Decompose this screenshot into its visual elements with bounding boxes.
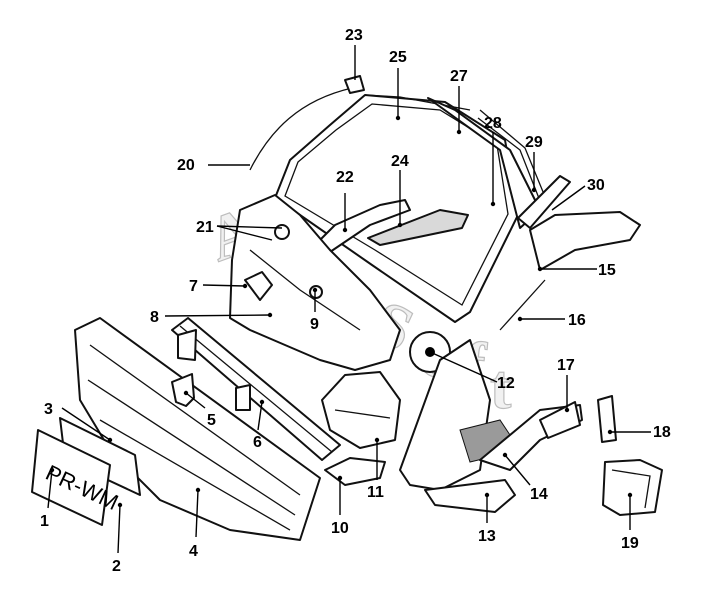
- callout-11: 11: [367, 484, 384, 501]
- callout-20: 20: [177, 157, 195, 174]
- callout-3: 3: [44, 401, 53, 418]
- callout-13: 13: [478, 528, 496, 545]
- callout-5: 5: [207, 412, 216, 429]
- callout-15: 15: [598, 262, 616, 279]
- callout-27: 27: [450, 68, 468, 85]
- callout-8: 8: [150, 309, 159, 326]
- floor-tray: [424, 479, 516, 513]
- bumper-bracket: [171, 373, 195, 407]
- callout-23: 23: [345, 27, 363, 44]
- callout-16: 16: [568, 312, 586, 329]
- callout-21: 21: [196, 219, 214, 236]
- callout-1: 1: [40, 513, 49, 530]
- small-bracket: [597, 395, 617, 443]
- number-plate-assembly: PR-WM: [31, 417, 141, 526]
- callout-29: 29: [525, 134, 543, 151]
- leader-lines: [47, 45, 651, 554]
- callout-2: 2: [112, 558, 121, 575]
- sun-visor: [314, 199, 411, 253]
- a-pillar-trim: [529, 211, 641, 271]
- pillar-seal: [499, 279, 546, 331]
- mounting-block: [602, 459, 663, 516]
- watermark-letter: t: [490, 351, 512, 422]
- callout-30: 30: [587, 177, 605, 194]
- callout-12: 12: [497, 375, 515, 392]
- callout-7: 7: [189, 278, 198, 295]
- callout-19: 19: [621, 535, 639, 552]
- callout-10: 10: [331, 520, 349, 537]
- glass-seals: [249, 75, 571, 229]
- callout-25: 25: [389, 49, 407, 66]
- lock-assembly: [321, 371, 401, 486]
- callout-28: 28: [484, 115, 502, 132]
- callout-17: 17: [557, 357, 575, 374]
- callout-labels: 1 2 3 4 5 6 7 8 9 10 11 12 13 14 15 16 1…: [40, 27, 671, 575]
- rear-view-mirror: [367, 209, 469, 246]
- callout-14: 14: [530, 486, 548, 503]
- callout-18: 18: [653, 424, 671, 441]
- side-panel: [539, 401, 581, 439]
- callout-4: 4: [189, 543, 198, 560]
- callout-9: 9: [310, 316, 319, 333]
- callout-24: 24: [391, 153, 409, 170]
- callout-22: 22: [336, 169, 354, 186]
- callout-6: 6: [253, 434, 262, 451]
- cross-member: [171, 317, 341, 461]
- front-bumper: [74, 317, 321, 541]
